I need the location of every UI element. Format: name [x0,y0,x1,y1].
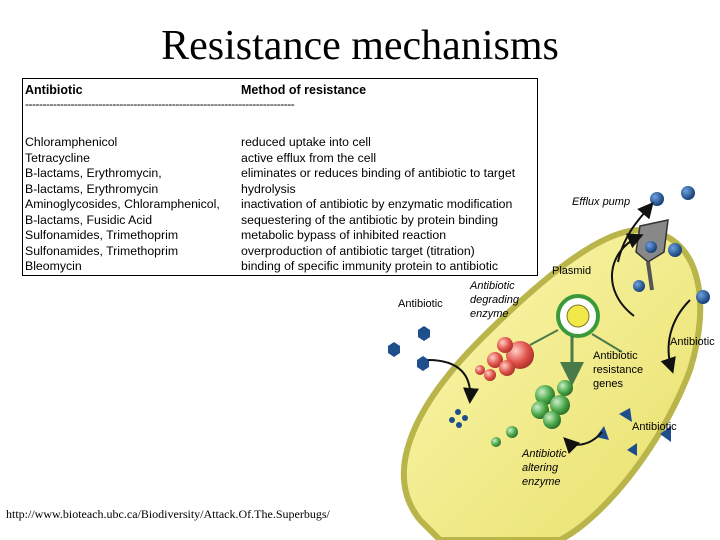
method-cell: hydrolysis [241,181,296,196]
process-arrows [427,201,691,455]
antibiotic-cell: Chloramphenicol [25,135,118,149]
degrading-enzyme-label: Antibiotic degrading enzyme [470,280,519,320]
antibiotic-cell: Sulfonamides, Trimethoprim [25,243,179,258]
method-cell: metabolic bypass of inhibited reaction [241,228,447,242]
altering-enzyme-label: Antibiotic altering enzyme [522,448,567,488]
source-url: http://www.bioteach.ubc.ca/Biodiversity/… [6,507,330,521]
antibiotic-cell: Tetracycline [25,150,90,165]
altering-enzyme-cluster [491,380,573,447]
method-cell: sequestering of the antibiotic by protei… [241,212,499,227]
header-divider: ----------------------------------------… [25,97,295,111]
page-title: Resistance mechanisms [161,23,559,69]
plasmid-icon [556,294,600,338]
method-cell: overproduction of antibiotic target (tit… [241,243,475,258]
antibiotic-molecules [388,186,710,456]
column-header-method: Method of resistance [241,83,367,97]
resistance-table: Antibiotic Method of resistance --------… [22,78,538,276]
efflux-pump-icon [635,219,669,291]
antibiotic-label-lower-right: Antibiotic [632,421,677,433]
antibiotic-cell: B-lactams, Erythromycin [25,181,159,196]
method-cell: inactivation of antibiotic by enzymatic … [241,197,513,211]
degrading-enzyme-cluster [475,337,534,381]
antibiotic-cell: Bleomycin [25,259,82,273]
antibiotic-cell: Sulfonamides, Trimethoprim [25,228,179,242]
column-header-antibiotic: Antibiotic [25,83,83,97]
method-cell: eliminates or reduces binding of antibio… [241,166,516,180]
antibiotic-cell: Aminoglycosides, Chloramphenicol, [25,197,220,211]
method-cell: reduced uptake into cell [241,135,371,149]
antibiotic-cell: B-lactams, Erythromycin, [25,166,162,180]
efflux-pump-label: Efflux pump [572,196,631,208]
antibiotic-label-right: Antibiotic [670,336,715,348]
antibiotic-label-left: Antibiotic [398,298,443,310]
method-cell: binding of specific immunity protein to … [241,259,498,273]
resistance-genes-label: Antibiotic resistance genes [593,350,644,390]
plasmid-label: Plasmid [552,265,592,277]
antibiotic-cell: B-lactams, Fusidic Acid [25,212,153,227]
method-cell: active efflux from the cell [241,150,377,165]
